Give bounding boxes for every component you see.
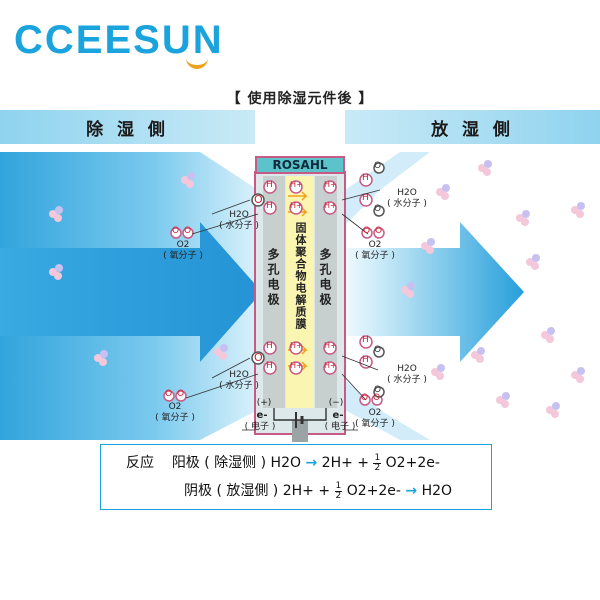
- oxygen-label-left-bottom: O2( 氧分子 ): [155, 402, 195, 423]
- right-airflow-upper: [345, 152, 430, 225]
- hplus-7: H+: [324, 341, 337, 350]
- left-molecules: [49, 172, 228, 366]
- h-atom-r3: H: [362, 335, 369, 345]
- o-atom-right-1: O: [374, 161, 382, 171]
- diagram-title: 【 使用除湿元件後 】: [226, 91, 374, 107]
- o2-o-4: O: [177, 389, 185, 399]
- minus-terminal: (−): [328, 398, 344, 408]
- hplus-8: H+: [324, 361, 337, 370]
- electron-label-left: e-: [256, 410, 268, 421]
- reaction-prefix: 反应: [126, 455, 154, 471]
- o-atom-right-3: O: [374, 345, 382, 355]
- logo-smile-accent: [186, 56, 208, 69]
- cathode-lhs-b: O2+2e-: [346, 483, 401, 499]
- o2-o-7: O: [361, 393, 369, 403]
- h-atom-4: H: [266, 361, 273, 371]
- electron-sub-left: ( 电子 ): [244, 422, 276, 432]
- water-label-left-top: H2O( 水分子 ): [219, 210, 259, 231]
- oxygen-label-right-top: O2( 氧分子 ): [355, 240, 395, 261]
- plus-terminal: (+): [256, 398, 272, 408]
- membrane-label: 固体聚合物电解质膜: [294, 222, 307, 330]
- cathode-label: 阴极 ( 放湿側 ): [184, 483, 279, 499]
- water-label-right-top: H2O( 水分子 ): [387, 188, 427, 209]
- o-atom-left-bottom: O: [254, 351, 263, 364]
- h-atom-r2: H: [362, 193, 369, 203]
- right-electrode-label: 多孔电极: [318, 248, 332, 308]
- hplus-1: H+: [290, 180, 303, 189]
- h-atom-3: H: [266, 341, 273, 351]
- left-electrode-label: 多孔电极: [266, 248, 280, 308]
- h-atom-r4: H: [362, 355, 369, 365]
- h-atom-1: H: [266, 180, 273, 190]
- h-atom-2: H: [266, 201, 273, 211]
- o2-o-8: O: [373, 393, 381, 403]
- hplus-6: H+: [290, 361, 303, 370]
- right-airflow-lower: [345, 380, 430, 440]
- anode-rhs-b: O2+2e-: [385, 455, 440, 471]
- dehumidify-side-band: 除 湿 側: [0, 110, 255, 144]
- water-label-left-bottom: H2O( 水分子 ): [219, 370, 259, 391]
- o-atom-left-top: O: [254, 193, 263, 206]
- right-molecules: [401, 160, 585, 418]
- o2-o-3: O: [165, 389, 173, 399]
- o-atom-right-4: O: [374, 385, 382, 395]
- o2-o-6: O: [375, 226, 383, 236]
- o2-o-1: O: [172, 226, 180, 236]
- anode-rhs-a: 2H+ +: [321, 455, 370, 471]
- water-label-right-bottom: H2O( 水分子 ): [387, 364, 427, 385]
- oxygen-pairs: [163, 162, 385, 406]
- electron-label-right: e-: [332, 410, 344, 421]
- oxygen-label-right-bottom: O2( 氧分子 ): [355, 408, 395, 429]
- humidify-side-band: 放 湿 側: [345, 110, 600, 144]
- hplus-5: H+: [290, 341, 303, 350]
- o2-o-5: O: [363, 226, 371, 236]
- bottom-terminal: [292, 420, 308, 442]
- reaction-arrow-2: →: [405, 483, 418, 499]
- anode-lhs: H2O: [270, 455, 302, 471]
- anode-label: 阳极 ( 除湿侧 ): [171, 455, 267, 471]
- left-big-arrow: [0, 222, 262, 362]
- hplus-2: H+: [290, 201, 303, 210]
- component-name: ROSAHL: [255, 156, 345, 174]
- cathode-rhs: H2O: [421, 483, 453, 499]
- reaction-arrow-1: →: [305, 455, 318, 471]
- right-big-arrow: [330, 222, 524, 362]
- h-atom-r1: H: [362, 173, 369, 183]
- o-atom-right-2: O: [374, 204, 382, 214]
- circuit-wire: [273, 408, 327, 421]
- oxygen-label-left-top: O2( 氧分子 ): [163, 240, 203, 261]
- cathode-lhs-a: 2H+ +: [282, 483, 331, 499]
- hplus-3: H+: [324, 180, 337, 189]
- hydrogen-atoms: [251, 173, 373, 375]
- reaction-equations-box: [100, 444, 492, 510]
- brand-logo: CCEESUN: [14, 18, 224, 62]
- electron-sub-right: ( 电子 ): [324, 422, 356, 432]
- hplus-4: H+: [324, 201, 337, 210]
- o2-o-2: O: [184, 226, 192, 236]
- leader-lines: [185, 189, 381, 431]
